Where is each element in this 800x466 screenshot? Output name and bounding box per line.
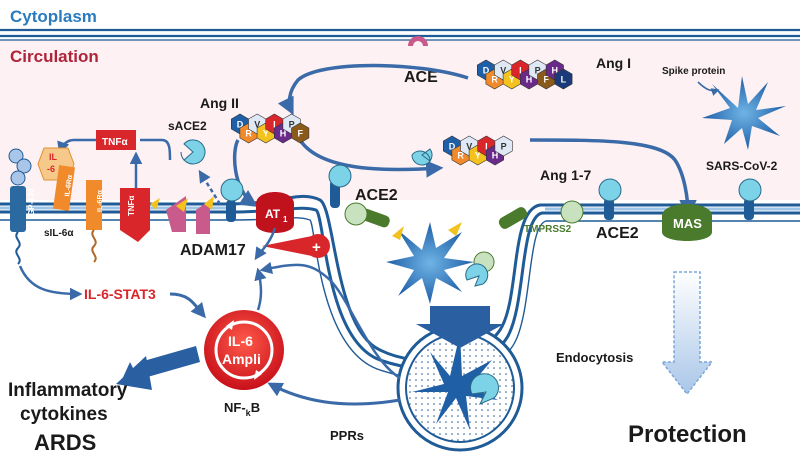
gp130-to-stat3-arrow [18,265,83,301]
amino-acid-label: F [297,129,303,139]
protection-label: Protection [628,421,747,448]
amino-acid-label: H [526,75,533,85]
nfkb-label: NF-kB [224,400,260,418]
amino-acid-label: V [466,142,472,152]
endocytosis-label: Endocytosis [556,350,633,365]
sace2-label: sACE2 [168,119,207,133]
il6ra2-label: IL-6Rα [97,190,104,213]
amino-acid-label: P [289,120,295,130]
at1-label: AT [265,207,281,221]
membrane-ace2 [220,164,762,222]
amino-acid-label: V [254,120,260,130]
amino-acid-label: V [500,66,506,76]
amino-acid-label: P [535,66,541,76]
ace2-label-right: ACE2 [596,225,639,242]
adam17-label: ADAM17 [180,242,246,259]
tnfa-ligand: TNFα [57,130,172,188]
amino-acid-L [554,68,573,90]
amino-acid-label: H [492,151,499,161]
amino-acid-label: L [561,75,567,85]
at1-to-adam17-arrow [254,227,277,261]
at1-receptor: AT 1 [256,192,294,233]
amino-acid-label: H [552,66,559,76]
il6-ampli: IL-6 Ampli [204,310,284,390]
adam17-complex: ADAM17 [166,196,246,259]
amino-acid-label: D [483,66,490,76]
plus-label: + [312,239,321,256]
ang17-label: Ang 1-7 [540,167,592,183]
amino-acid-label: D [237,120,244,130]
amino-acid-label: F [543,75,549,85]
il6stat3-label: IL-6-STAT3 [84,286,156,302]
amino-acid-label: I [485,142,488,152]
sars-cov2-virus [697,76,786,150]
tnfa-rec-label: TNFα [127,195,136,216]
il6-complex: IL -6 IL-6Rα IL-6Rα sIL-6α [37,147,104,263]
amino-acid-label: D [449,142,456,152]
ards-label: ARDS [34,430,96,455]
tnfa-top-label: TNFα [102,137,128,148]
pprs-arrow [267,382,401,406]
ace-enzyme: ACE [404,36,438,86]
at1-adam17-plus: + [262,234,330,258]
amino-acid-label: Y [475,151,481,161]
endosome [396,324,524,452]
tnfa-receptor: TNFα [120,188,160,242]
circulation-label: Circulation [10,47,99,66]
stat3-to-ampli-arrow [169,292,206,319]
tmprss2 [344,200,584,229]
il6ampli-label-2: Ampli [222,351,261,367]
ang2-label: Ang II [200,95,239,111]
amino-acid-label: H [280,129,287,139]
circulation-background [0,40,800,200]
top-membrane [0,28,800,41]
tnfa-arrow [140,138,172,161]
il6ampli-label-1: IL-6 [228,333,253,349]
free-ace2-icons [180,139,433,166]
mas-receptor: MAS [662,204,712,241]
il6ra-label: IL-6Rα [64,174,74,197]
inflammatory-arrow-body [140,346,200,378]
ang1-label: Ang I [596,55,631,71]
ace-label: ACE [404,69,438,86]
sil6a-label: sIL-6α [44,228,74,239]
endocytosis-arrow [416,306,504,348]
virus-internal [386,222,495,304]
tmprss2-label: TMPRSS2 [524,224,572,235]
endosome-to-adam17-arrow [259,261,401,380]
gp130-label: GP-130 [27,188,36,216]
il6-label: IL [49,152,58,162]
amino-acid-label: I [519,66,522,76]
amino-acid-label: R [491,75,498,85]
mas-label: MAS [673,216,702,231]
at1-sub: 1 [283,215,288,224]
gp130: GP-130 [8,148,36,265]
sace2-arrow [198,169,222,205]
inflammatory-label-1: Inflammatory [8,380,128,401]
ras-cycle-arrows [232,63,697,218]
amino-acid-label: Y [509,75,515,85]
ampli-to-adam17-arrow [254,267,267,311]
sarscov2-label: SARS-CoV-2 [706,159,778,173]
inflammatory-arrow-head [116,356,152,390]
amino-acid-F [291,122,310,144]
il6-label-2: -6 [47,164,55,174]
amino-acid-label: I [273,120,276,130]
amino-acid-P [494,135,513,157]
protection-arrow [660,271,714,396]
amino-acid-label: R [245,129,252,139]
ace2-label-top: ACE2 [355,187,398,204]
amino-acid-label: P [501,142,507,152]
inflammatory-label-2: cytokines [20,404,108,425]
spike-label: Spike protein [662,66,725,77]
amino-acid-label: Y [263,129,269,139]
cytoplasm-label: Cytoplasm [10,7,97,26]
amino-acid-label: R [457,151,464,161]
pprs-label: PPRs [330,428,364,443]
